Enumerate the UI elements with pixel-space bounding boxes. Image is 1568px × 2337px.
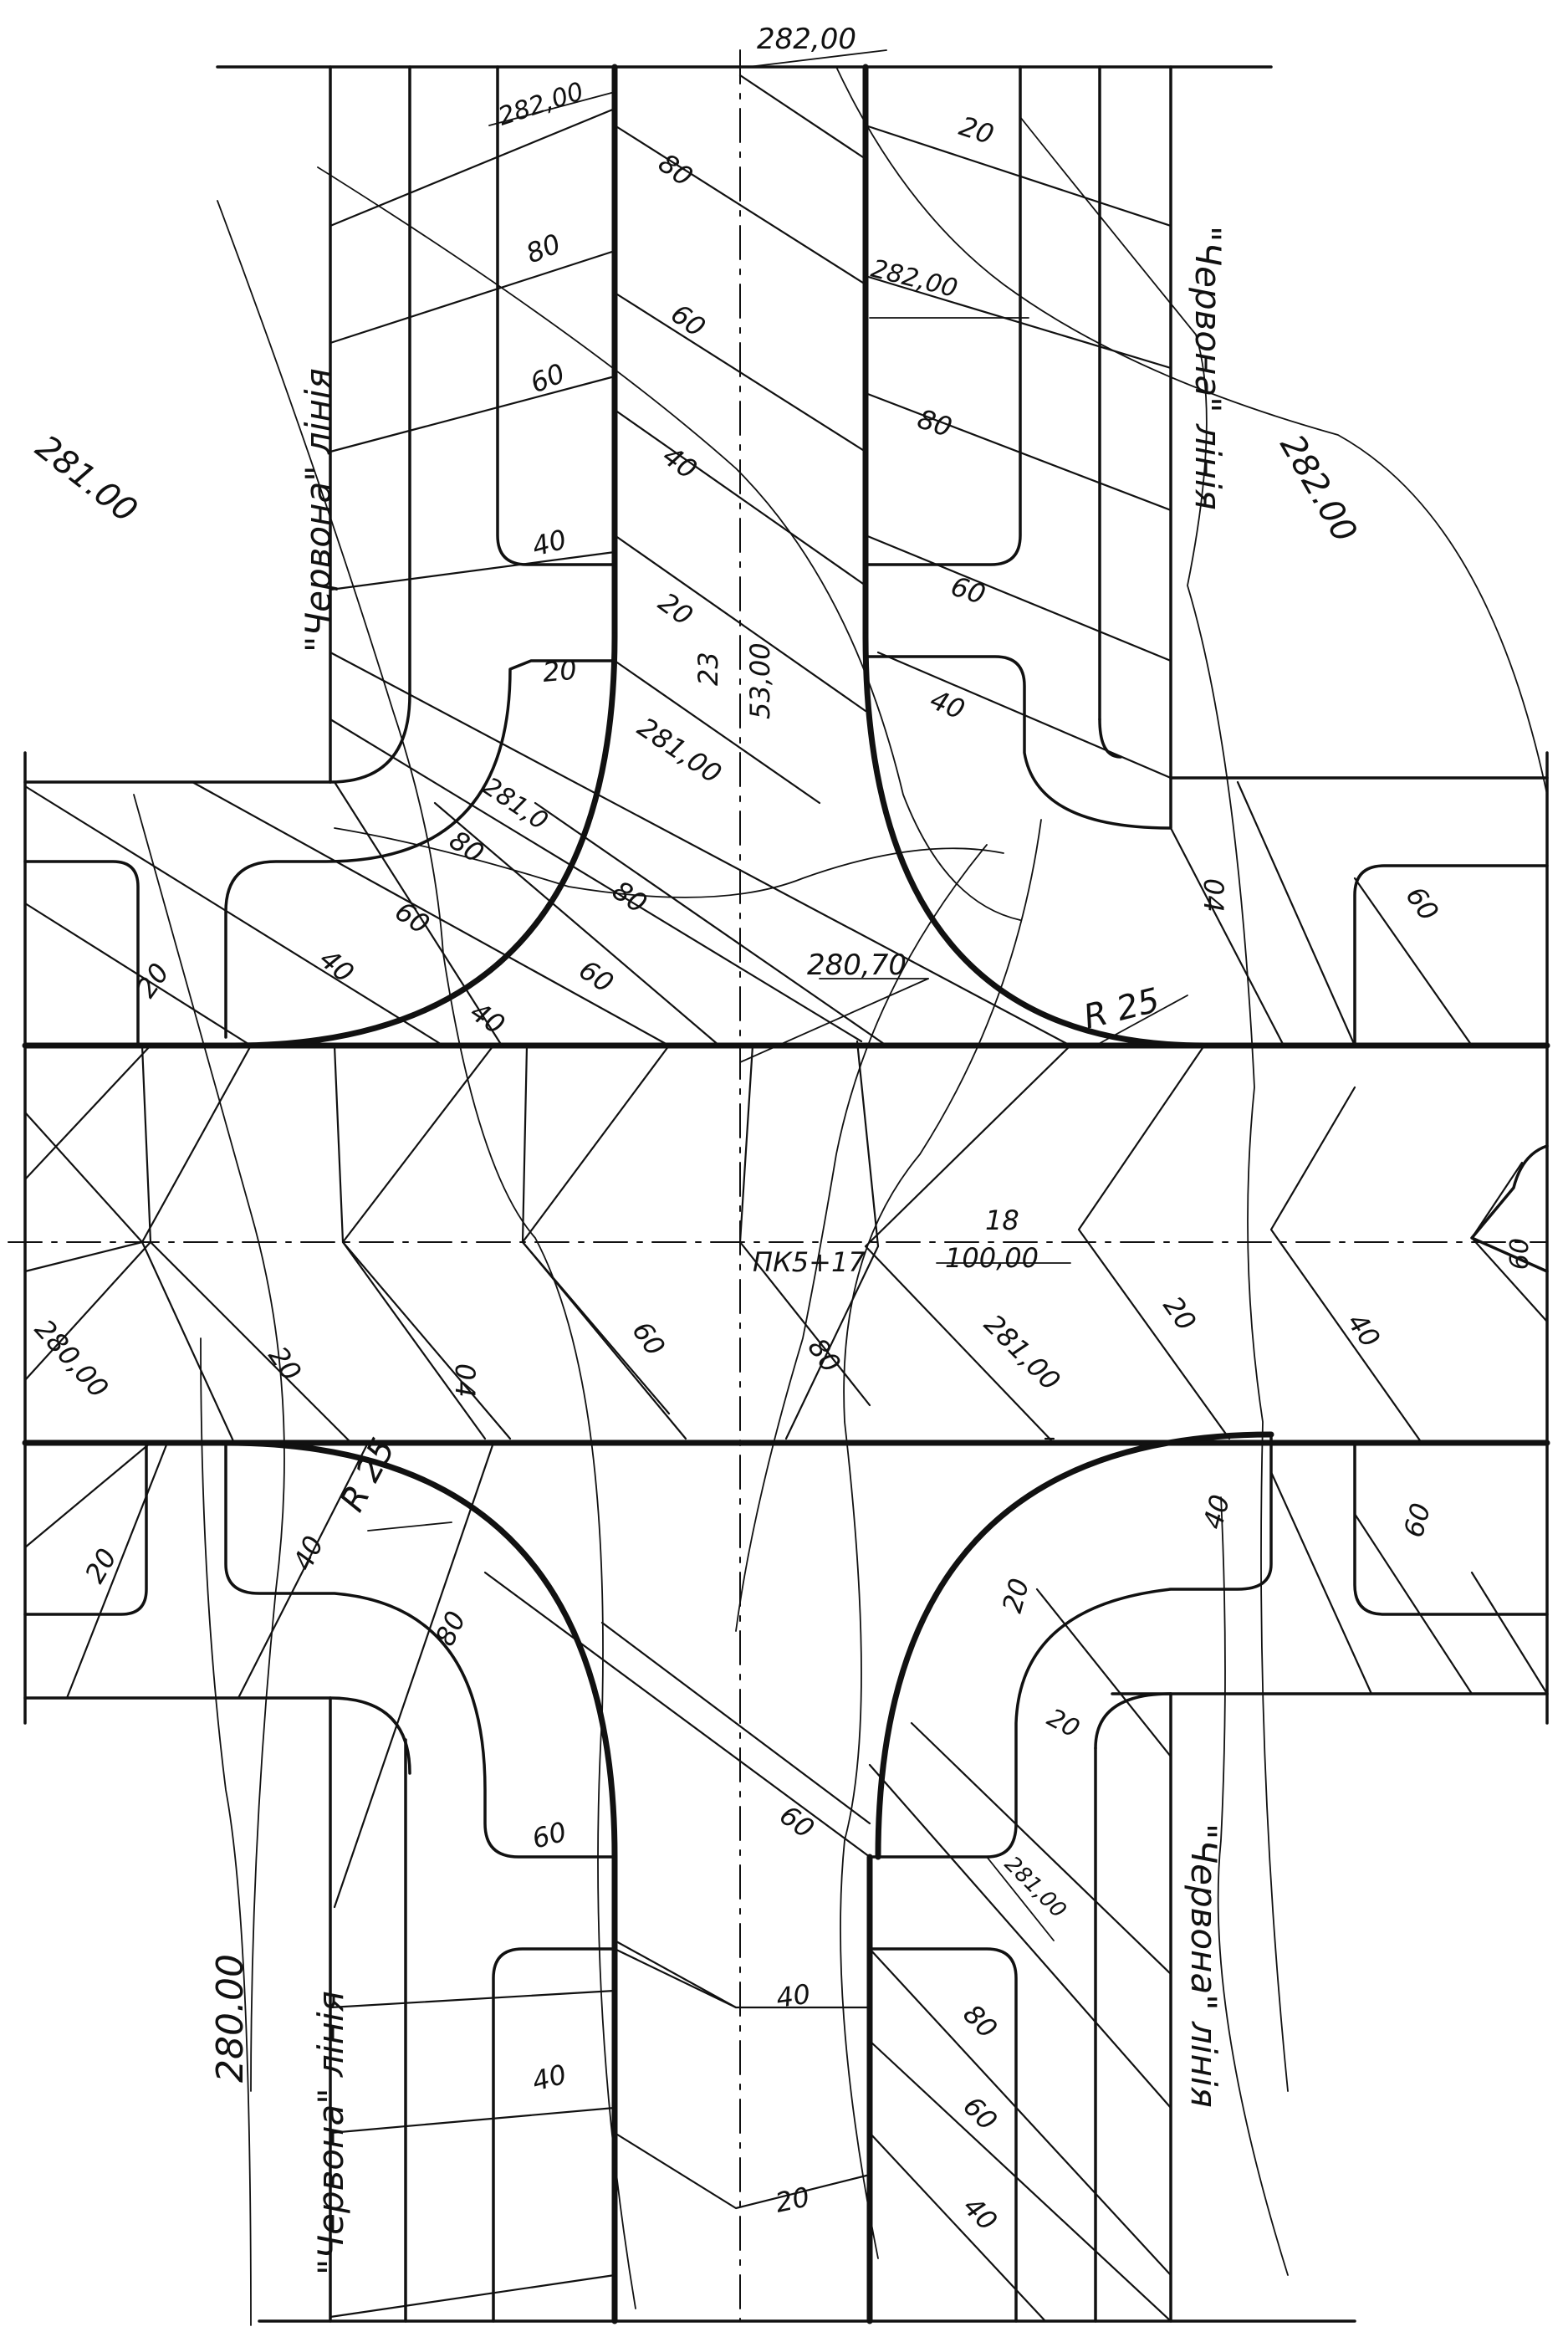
svg-text:40: 40: [656, 440, 702, 486]
br-inner-block: [868, 1947, 1018, 2323]
left-block-lower: [23, 1441, 148, 1616]
svg-text:20: 20: [541, 654, 578, 688]
elev-left-contour: 281.00: [28, 428, 145, 530]
oblique-contours: [23, 74, 1549, 2323]
svg-text:20: 20: [262, 1341, 307, 1387]
svg-text:40: 40: [529, 2058, 569, 2097]
road-outlines: [22, 64, 1550, 2324]
svg-text:80: 80: [444, 824, 490, 869]
br-inner-corner: [868, 1433, 1273, 1859]
radius-upper: R 25: [1080, 981, 1163, 1037]
svg-text:60: 60: [574, 954, 620, 999]
tr-strip-corner: [1098, 718, 1122, 759]
svg-text:04: 04: [449, 1363, 481, 1398]
elev-center-281: 281,00: [632, 711, 728, 790]
svg-text:60: 60: [526, 357, 569, 399]
red-line-upper-right: "Червона" лінія: [1187, 226, 1228, 510]
bl-strip-corner: [329, 1696, 411, 1775]
svg-text:20: 20: [996, 1575, 1035, 1616]
svg-text:40: 40: [926, 683, 969, 725]
ground-contours: [133, 66, 1548, 2326]
svg-text:40: 40: [465, 995, 511, 1041]
station-center-den: 53,00: [744, 642, 776, 719]
elev-lower-right-small: 281,00: [999, 1852, 1071, 1924]
elev-lower-right: 281,00: [978, 1308, 1066, 1397]
svg-text:20: 20: [956, 110, 998, 151]
svg-text:80: 80: [801, 1332, 846, 1378]
right-block-upper: [1353, 864, 1549, 1047]
elev-bottom-left: 280.00: [209, 1954, 252, 2083]
station-cross-den: 100,00: [945, 1242, 1039, 1274]
right-block-lower: [1353, 1441, 1549, 1616]
svg-text:60: 60: [1399, 881, 1444, 927]
svg-text:40: 40: [774, 1978, 813, 2014]
svg-text:60: 60: [774, 1799, 820, 1845]
svg-text:60: 60: [947, 570, 989, 611]
svg-text:20: 20: [1157, 1291, 1202, 1337]
svg-text:80: 80: [914, 402, 956, 443]
svg-text:40: 40: [1341, 1307, 1386, 1353]
left-block-upper: [23, 860, 140, 1047]
tr-inner-corner: [864, 655, 1172, 830]
svg-text:40: 40: [529, 523, 569, 562]
svg-text:09: 09: [1503, 1238, 1532, 1270]
leaders: [367, 49, 1188, 1941]
svg-text:20: 20: [1042, 1703, 1084, 1744]
sidewalk-corner-tl-2: [224, 659, 616, 1039]
right-edge-tick: [1470, 1144, 1549, 1273]
svg-text:20: 20: [652, 586, 698, 632]
tl-inner-block: [496, 65, 616, 566]
br-strip-corner: [1094, 1692, 1172, 1750]
elev-top-right-inner: 282,00: [868, 254, 960, 304]
red-line-lower-left: "Червона" лінія: [310, 1991, 351, 2275]
svg-text:60: 60: [1397, 1500, 1437, 1541]
elev-top-axis: 282,00: [757, 23, 856, 56]
elev-center-low: 280,70: [807, 949, 907, 982]
bl-inner-corner: [224, 1441, 616, 1859]
svg-text:04: 04: [1198, 878, 1229, 913]
svg-text:40: 40: [957, 2191, 1004, 2237]
svg-text:60: 60: [529, 1815, 569, 1854]
curb-arc-top-right: [862, 632, 1208, 1049]
tr-inner-block: [864, 65, 1022, 566]
svg-text:20: 20: [79, 1543, 123, 1588]
station-picket: ПК5+17: [753, 1246, 866, 1278]
svg-text:60: 60: [390, 895, 436, 940]
station-center-num: 23: [692, 652, 724, 686]
curb-arc-top-left: [231, 632, 618, 1049]
elev-left-280: 280,00: [28, 1313, 115, 1404]
svg-text:40: 40: [1197, 1491, 1236, 1532]
red-line-lower-right: "Червона" лінія: [1183, 1823, 1224, 2108]
svg-text:80: 80: [607, 874, 653, 919]
axes: [8, 49, 1548, 2322]
elev-right-contour: 282.00: [1272, 428, 1364, 549]
svg-text:40: 40: [287, 1531, 330, 1575]
station-cross-num: 18: [985, 1204, 1019, 1236]
elev-curb-281: 281,0: [478, 772, 554, 836]
svg-text:40: 40: [314, 943, 360, 989]
red-line-upper-left: "Червона" лінія: [298, 368, 339, 652]
svg-text:80: 80: [522, 228, 565, 269]
svg-text:80: 80: [957, 1998, 1004, 2045]
chevron-contours: [23, 1040, 1549, 1445]
curb-arc-bottom-right: [875, 1431, 1274, 1860]
sidewalk-corner-tl-1: [329, 693, 411, 784]
elev-top-left: 282,00: [495, 77, 588, 132]
bl-inner-block: [492, 1947, 616, 2323]
svg-text:60: 60: [665, 298, 711, 344]
svg-text:20: 20: [773, 2181, 813, 2219]
svg-text:60: 60: [626, 1316, 671, 1362]
curb-arc-bottom-left: [222, 1440, 618, 1860]
